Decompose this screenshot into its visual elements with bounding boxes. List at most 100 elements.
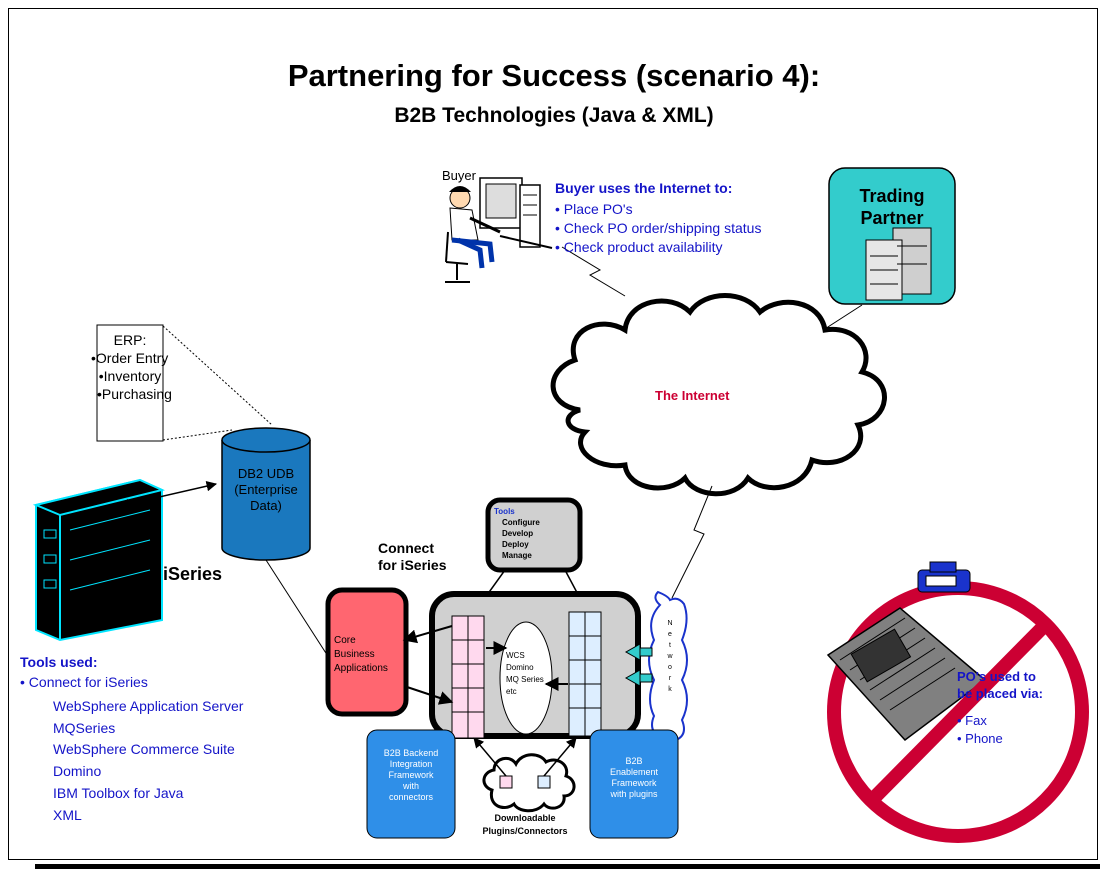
iseries-server-icon: [32, 478, 166, 642]
tools-box-heading: Tools: [494, 507, 515, 516]
connect-label: Connect for iSeries: [378, 540, 446, 574]
erp-item: •Purchasing: [97, 386, 172, 402]
slide-frame: [8, 8, 1098, 860]
core-line3: Applications: [334, 663, 388, 674]
slide-title: Partnering for Success (scenario 4):: [287, 58, 821, 93]
plugin-square-right: [537, 775, 551, 789]
tools-used-list: WebSphere Application Server MQSeries We…: [53, 696, 243, 826]
db2-line2: (Enterprise: [234, 482, 298, 497]
core-box: [325, 587, 409, 717]
no-fax-sign: [826, 561, 1089, 843]
b2b-backend-line: Framework: [388, 770, 434, 780]
buyer-list: • Place PO's • Check PO order/shipping s…: [555, 200, 761, 257]
tools-box-item: Deploy: [502, 540, 529, 549]
tools-used-item: WebSphere Commerce Suite: [53, 741, 235, 758]
plugin-arrow-right: [543, 737, 577, 777]
buyer-item: • Check PO order/shipping status: [555, 220, 762, 236]
buyer-label: Buyer: [442, 168, 476, 183]
b2b-backend-line: connectors: [388, 792, 434, 802]
iseries-label: iSeries: [163, 564, 223, 584]
tools-used-item: MQSeries: [53, 719, 116, 736]
b2b-backend-box: [366, 729, 456, 839]
tools-box-item: Configure: [502, 518, 540, 527]
network-text: N e t w o r k: [664, 618, 676, 695]
tools-box-item: Manage: [502, 551, 532, 560]
erp-heading: ERP:: [113, 332, 147, 348]
db2-line1: DB2 UDB: [237, 466, 295, 481]
network-letter: o: [668, 664, 672, 671]
erp-box-fill: [96, 324, 164, 442]
internet-label: The Internet: [655, 388, 730, 403]
tools-box: [485, 497, 583, 573]
wcs-item: WCS: [506, 651, 525, 660]
tools-used-item: WebSphere Application Server: [53, 698, 244, 714]
wcs-item: etc: [506, 687, 517, 696]
downloadable-line1: Downloadable: [494, 813, 556, 823]
connect-line2: for iSeries: [378, 557, 447, 573]
downloadable-label: Downloadable Plugins/Connectors: [462, 812, 588, 838]
core-line2: Business: [334, 649, 375, 660]
tools-used-item: XML: [53, 806, 82, 823]
core-arrow-top: [402, 625, 453, 644]
tools-used-item: IBM Toolbox for Java: [53, 784, 184, 801]
tools-box-text: Tools Configure Develop Deploy Manage: [494, 506, 540, 561]
tools-box-item: Develop: [502, 529, 534, 538]
po-line1: PO's used to: [957, 669, 1036, 684]
erp-box: [96, 324, 164, 442]
wcs-item: Domino: [506, 663, 534, 672]
connect-line1: Connect: [378, 540, 434, 556]
plugin-square-left: [499, 775, 513, 789]
b2b-backend-line: Integration: [389, 759, 433, 769]
network-letter: k: [668, 686, 672, 693]
network-box: [648, 590, 688, 745]
network-letter: e: [668, 631, 672, 638]
core-arrow-bottom: [403, 685, 454, 705]
right-framework-column: [568, 611, 602, 737]
tools-used-heading: Tools used:: [20, 654, 98, 670]
b2b-backend-text: B2B Backend Integration Framework with c…: [367, 748, 455, 803]
db2-text: DB2 UDB (Enterprise Data): [222, 466, 310, 514]
wcs-text: WCS Domino MQ Series etc: [506, 650, 544, 698]
tools-used-first: • Connect for iSeries: [20, 674, 148, 690]
po-item: • Fax: [957, 713, 987, 728]
po-item: • Phone: [957, 731, 1003, 746]
network-letter: w: [667, 653, 673, 660]
downloadable-cloud: [482, 753, 576, 813]
b2b-enablement-box: [589, 729, 679, 839]
erp-text: ERP: •Order Entry •Inventory •Purchasing: [91, 331, 172, 403]
trading-partner-box: [828, 167, 956, 305]
b2b-enablement-line: Enablement: [609, 767, 659, 777]
buyer-link: [561, 246, 626, 297]
b2b-backend-line: B2B Backend: [383, 748, 439, 758]
slide-subtitle: B2B Technologies (Java & XML): [394, 104, 714, 127]
po-heading: PO's used to be placed via:: [957, 668, 1043, 702]
network-arrows: [624, 643, 653, 687]
b2b-backend-line: with: [402, 781, 419, 791]
internet-network-link: [671, 485, 713, 599]
b2b-enablement-line: Framework: [611, 778, 657, 788]
internet-cloud: [550, 293, 887, 497]
plugin-arrow-left: [473, 737, 507, 777]
erp-callout-line-top: [162, 325, 273, 426]
network-letter: N: [667, 620, 673, 627]
iseries-db2-arrow: [118, 480, 218, 510]
db2-cylinder: [221, 427, 311, 561]
erp-item: •Inventory: [98, 368, 162, 384]
core-text: Core Business Applications: [334, 634, 388, 676]
b2b-enablement-line: B2B: [625, 756, 643, 766]
left-framework-column: [451, 615, 485, 739]
buyer-item: • Place PO's: [555, 201, 633, 217]
bottom-rule: [35, 864, 1100, 869]
erp-item: •Order Entry: [91, 350, 169, 366]
buyer-icon: [445, 177, 553, 283]
b2b-enablement-line: with plugins: [610, 789, 658, 799]
buyer-item: • Check product availability: [555, 239, 723, 255]
network-letter: r: [668, 675, 672, 682]
b2b-enablement-text: B2B Enablement Framework with plugins: [590, 756, 678, 800]
db2-line3: Data): [250, 498, 282, 513]
network-letter: t: [669, 642, 671, 649]
po-line2: be placed via:: [957, 686, 1043, 701]
buyer-heading: Buyer uses the Internet to:: [555, 180, 733, 196]
wcs-item: MQ Series: [506, 675, 544, 684]
